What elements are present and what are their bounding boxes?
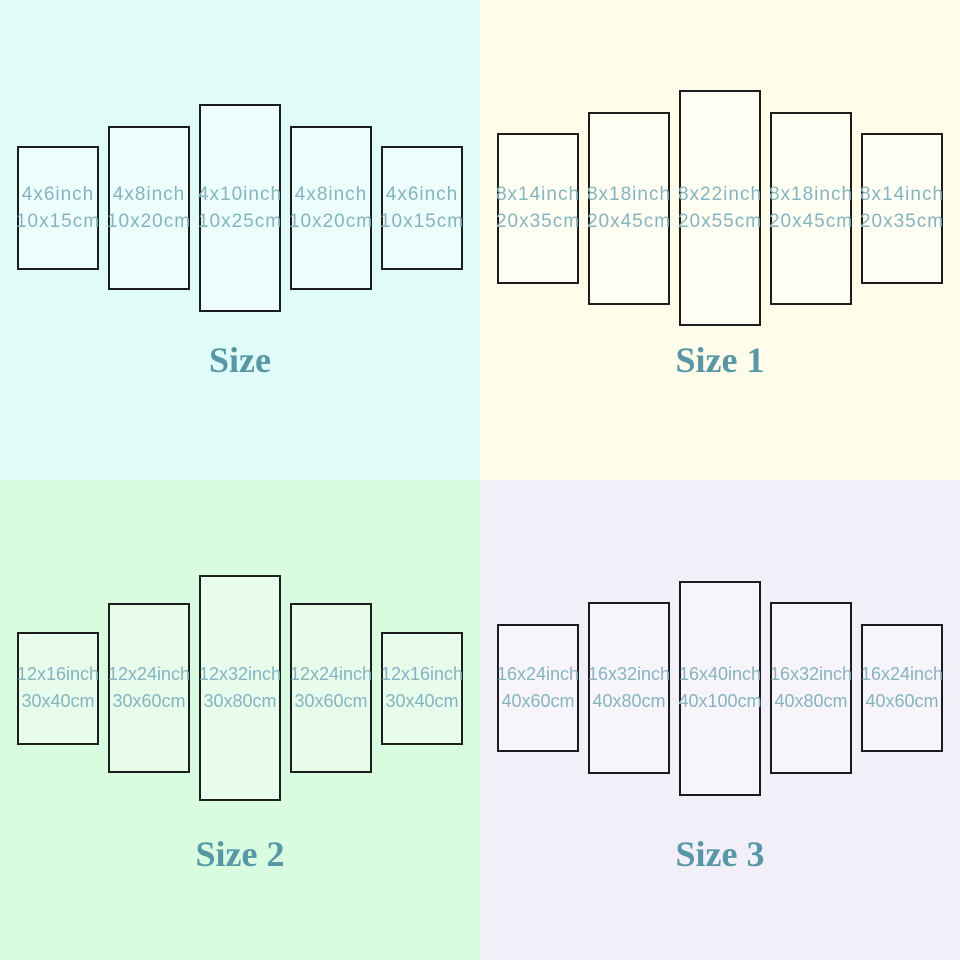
panel-size-label: 8x22inch 20x55cm [678, 181, 762, 235]
panel-group: 8x14inch 20x35cm 8x18inch 20x45cm 8x22in… [480, 48, 960, 368]
canvas-panel-5: 16x24inch 40x60cm [861, 624, 943, 752]
panel-size-cm: 20x45cm [768, 211, 854, 232]
panel-size-inch: 16x32inch [587, 664, 671, 684]
canvas-panel-2: 16x32inch 40x80cm [588, 602, 670, 774]
panel-size-inch: 4x6inch [385, 184, 459, 205]
canvas-panel-3: 8x22inch 20x55cm [678, 90, 762, 326]
quadrant-size: 4x6inch 10x15cm 4x8inch 10x20cm 4x10inch… [0, 0, 480, 480]
quadrant-title: Size 1 [675, 340, 765, 380]
panel-size-label: 8x18inch 20x45cm [587, 181, 671, 235]
panel-size-inch: 8x18inch [768, 184, 854, 205]
canvas-panel-3: 16x40inch 40x100cm [678, 580, 762, 796]
panel-size-inch: 12x24inch [107, 664, 191, 684]
canvas-panel-5: 4x6inch 10x15cm [380, 146, 464, 270]
panel-size-inch: 4x8inch [294, 184, 368, 205]
panel-size-cm: 40x60cm [501, 691, 575, 711]
canvas-panel-4: 16x32inch 40x80cm [770, 602, 852, 774]
canvas-panel-3: 12x32inch 30x80cm [199, 575, 281, 801]
panel-group: 4x6inch 10x15cm 4x8inch 10x20cm 4x10inch… [0, 48, 480, 368]
panel-size-cm: 30x40cm [385, 691, 459, 711]
panel-size-inch: 8x14inch [859, 184, 945, 205]
panel-size-cm: 10x15cm [15, 211, 101, 232]
panel-size-cm: 30x60cm [112, 691, 186, 711]
panel-size-inch: 16x24inch [496, 664, 580, 684]
canvas-panel-2: 4x8inch 10x20cm [107, 126, 191, 290]
panel-size-inch: 4x6inch [21, 184, 95, 205]
panel-size-label: 4x10inch 10x25cm [198, 181, 282, 235]
panel-size-label: 12x16inch 30x40cm [381, 661, 463, 715]
panel-size-cm: 20x55cm [677, 211, 763, 232]
panel-size-cm: 10x15cm [379, 211, 465, 232]
panel-size-label: 4x8inch 10x20cm [289, 181, 373, 235]
canvas-panel-2: 12x24inch 30x60cm [108, 603, 190, 773]
panel-size-inch: 8x14inch [495, 184, 581, 205]
panel-size-inch: 12x16inch [16, 664, 100, 684]
panel-size-label: 16x24inch 40x60cm [861, 661, 943, 715]
panel-size-label: 4x8inch 10x20cm [107, 181, 191, 235]
panel-size-cm: 10x20cm [288, 211, 374, 232]
canvas-panel-5: 12x16inch 30x40cm [381, 631, 463, 745]
panel-size-cm: 20x35cm [495, 211, 581, 232]
quadrant-size-2: 12x16inch 30x40cm 12x24inch 30x60cm 12x3… [0, 480, 480, 960]
panel-size-cm: 40x100cm [678, 691, 762, 711]
panel-size-label: 16x40inch 40x100cm [678, 661, 761, 715]
panel-size-inch: 8x18inch [586, 184, 672, 205]
panel-size-cm: 10x25cm [197, 211, 283, 232]
panel-size-label: 4x6inch 10x15cm [380, 181, 464, 235]
panel-size-cm: 30x80cm [203, 691, 277, 711]
panel-size-cm: 30x60cm [294, 691, 368, 711]
panel-size-label: 16x24inch 40x60cm [497, 661, 579, 715]
panel-group: 12x16inch 30x40cm 12x24inch 30x60cm 12x3… [0, 528, 480, 848]
quadrant-size-3: 16x24inch 40x60cm 16x32inch 40x80cm 16x4… [480, 480, 960, 960]
panel-size-inch: 4x8inch [112, 184, 186, 205]
canvas-panel-1: 16x24inch 40x60cm [497, 624, 579, 752]
panel-size-inch: 16x40inch [678, 664, 762, 684]
panel-size-inch: 4x10inch [197, 184, 283, 205]
canvas-panel-4: 12x24inch 30x60cm [290, 603, 372, 773]
panel-size-label: 12x16inch 30x40cm [17, 661, 99, 715]
canvas-panel-4: 4x8inch 10x20cm [289, 126, 373, 290]
panel-size-label: 12x32inch 30x80cm [199, 661, 281, 715]
panel-size-cm: 40x60cm [865, 691, 939, 711]
quadrant-title: Size 2 [195, 834, 285, 874]
panel-size-cm: 30x40cm [21, 691, 95, 711]
canvas-panel-5: 8x14inch 20x35cm [860, 132, 944, 284]
panel-size-inch: 16x32inch [769, 664, 853, 684]
panel-size-inch: 16x24inch [860, 664, 944, 684]
quadrant-title: Size [209, 340, 271, 380]
panel-size-cm: 40x80cm [774, 691, 848, 711]
quadrant-title: Size 3 [675, 834, 765, 874]
panel-size-inch: 8x22inch [677, 184, 763, 205]
panel-size-label: 8x14inch 20x35cm [496, 181, 580, 235]
panel-size-label: 12x24inch 30x60cm [290, 661, 372, 715]
quadrant-size-1: 8x14inch 20x35cm 8x18inch 20x45cm 8x22in… [480, 0, 960, 480]
panel-size-label: 16x32inch 40x80cm [588, 661, 670, 715]
panel-size-cm: 40x80cm [592, 691, 666, 711]
panel-size-cm: 20x45cm [586, 211, 672, 232]
panel-size-label: 4x6inch 10x15cm [16, 181, 100, 235]
canvas-panel-1: 8x14inch 20x35cm [496, 132, 580, 284]
canvas-panel-1: 4x6inch 10x15cm [16, 146, 100, 270]
canvas-panel-4: 8x18inch 20x45cm [769, 111, 853, 305]
panel-size-label: 16x32inch 40x80cm [770, 661, 852, 715]
panel-size-inch: 12x32inch [198, 664, 282, 684]
canvas-panel-1: 12x16inch 30x40cm [17, 631, 99, 745]
panel-size-inch: 12x24inch [289, 664, 373, 684]
panel-group: 16x24inch 40x60cm 16x32inch 40x80cm 16x4… [480, 528, 960, 848]
panel-size-cm: 10x20cm [106, 211, 192, 232]
canvas-panel-3: 4x10inch 10x25cm [198, 104, 282, 312]
panel-size-label: 8x14inch 20x35cm [860, 181, 944, 235]
panel-size-cm: 20x35cm [859, 211, 945, 232]
panel-size-inch: 12x16inch [380, 664, 464, 684]
panel-size-label: 8x18inch 20x45cm [769, 181, 853, 235]
panel-size-label: 12x24inch 30x60cm [108, 661, 190, 715]
canvas-panel-2: 8x18inch 20x45cm [587, 111, 671, 305]
